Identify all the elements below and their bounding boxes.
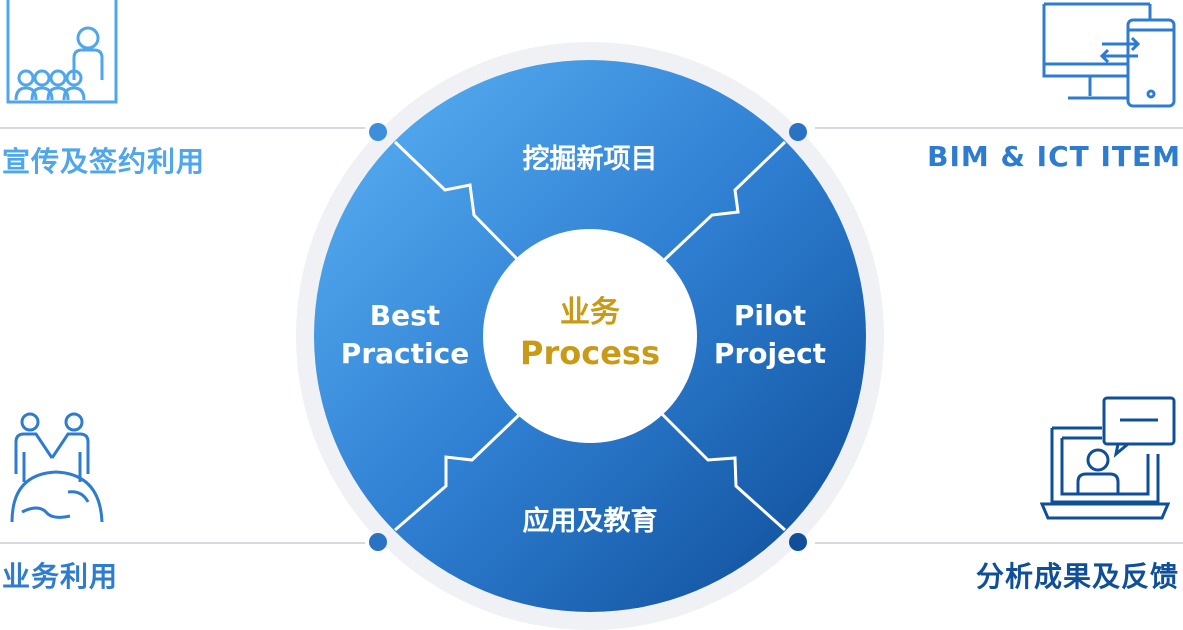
label-bottom-left: 业务利用 bbox=[2, 560, 119, 593]
handshake-globe-icon bbox=[10, 412, 104, 523]
laptop-video-chat-icon bbox=[1040, 396, 1176, 520]
dot-top-left bbox=[369, 123, 387, 141]
dot-bottom-right bbox=[789, 533, 807, 551]
dot-bottom-left bbox=[369, 533, 387, 551]
presentation-audience-icon bbox=[6, 0, 118, 104]
quadrant-bottom-label: 应用及教育 bbox=[523, 505, 658, 537]
label-top-left: 宣传及签约利用 bbox=[2, 145, 206, 178]
label-top-right: BIM & ICT ITEM bbox=[927, 140, 1181, 173]
center-title-cn: 业务 bbox=[560, 295, 620, 330]
center-circle bbox=[483, 229, 697, 443]
quadrant-right-label-line2: Project bbox=[714, 337, 826, 370]
quadrant-right-label-line1: Pilot bbox=[734, 299, 806, 332]
dot-top-right bbox=[789, 123, 807, 141]
quadrant-top-label: 挖掘新项目 bbox=[523, 143, 658, 175]
quadrant-separators bbox=[393, 140, 787, 532]
quadrant-left-label-line2: Practice bbox=[341, 337, 469, 370]
quadrant-left-label-line1: Best bbox=[370, 299, 440, 332]
center-title-en: Process bbox=[520, 334, 660, 372]
label-bottom-right: 分析成果及反馈 bbox=[975, 560, 1179, 593]
monitor-phone-sync-icon bbox=[1042, 2, 1176, 108]
